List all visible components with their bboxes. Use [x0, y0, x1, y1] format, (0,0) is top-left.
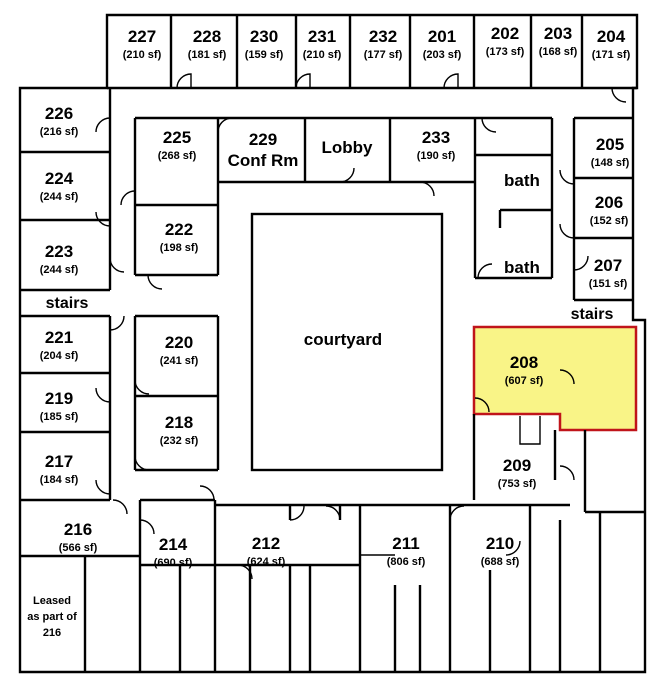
room-223-number: 223 — [45, 242, 73, 261]
room-229-name: Conf Rm — [228, 151, 299, 170]
room-203-number: 203 — [544, 24, 572, 43]
room-212-area: (624 sf) — [247, 556, 286, 568]
room-233-number: 233 — [422, 128, 450, 147]
room-216-number: 216 — [64, 520, 92, 539]
room-230-number: 230 — [250, 27, 278, 46]
room-207-number: 207 — [594, 256, 622, 275]
room-225-area: (268 sf) — [158, 150, 197, 162]
room-212-number: 212 — [252, 534, 280, 553]
room-228-area: (181 sf) — [188, 49, 227, 61]
courtyard-label: courtyard — [304, 330, 382, 349]
room-211-area: (806 sf) — [387, 556, 426, 568]
room-206-area: (152 sf) — [590, 215, 629, 227]
room-204-area: (171 sf) — [592, 49, 631, 61]
room-204-number: 204 — [597, 27, 626, 46]
room-232-number: 232 — [369, 27, 397, 46]
room-219-number: 219 — [45, 389, 73, 408]
stairs-right-label: stairs — [571, 306, 614, 323]
room-216-area: (566 sf) — [59, 542, 98, 554]
room-220-number: 220 — [165, 333, 193, 352]
walls — [18, 13, 647, 674]
bath-upper-label: bath — [504, 171, 540, 190]
room-223-area: (244 sf) — [40, 264, 79, 276]
room-209-number: 209 — [503, 456, 531, 475]
room-233-area: (190 sf) — [417, 150, 456, 162]
room-203-area: (168 sf) — [539, 46, 578, 58]
room-230-area: (159 sf) — [245, 49, 284, 61]
room-214-area: (690 sf) — [154, 557, 193, 569]
room-labels: 227 (210 sf) 228 (181 sf) 230 (159 sf) 2… — [27, 24, 630, 639]
room-207-area: (151 sf) — [589, 278, 628, 290]
leased-note-line-2: as part of — [27, 611, 77, 623]
room-220-area: (241 sf) — [160, 355, 199, 367]
room-202-area: (173 sf) — [486, 46, 525, 58]
room-227-number: 227 — [128, 27, 156, 46]
lobby-label: Lobby — [322, 138, 374, 157]
leased-note-line-1: Leased — [33, 595, 71, 607]
room-231-number: 231 — [308, 27, 336, 46]
room-224-area: (244 sf) — [40, 191, 79, 203]
room-221-number: 221 — [45, 328, 73, 347]
room-206-number: 206 — [595, 193, 623, 212]
room-211-number: 211 — [392, 534, 419, 553]
room-208-area: (607 sf) — [505, 375, 544, 387]
suite-208-highlight[interactable] — [472, 325, 638, 432]
room-222-number: 222 — [165, 220, 193, 239]
room-210-number: 210 — [486, 534, 514, 553]
room-222-area: (198 sf) — [160, 242, 199, 254]
room-205-area: (148 sf) — [591, 157, 630, 169]
stairs-left-label: stairs — [46, 295, 89, 312]
leased-note-line-3: 216 — [43, 627, 61, 639]
room-225-number: 225 — [163, 128, 191, 147]
room-224-number: 224 — [45, 169, 74, 188]
room-219-area: (185 sf) — [40, 411, 79, 423]
room-218-number: 218 — [165, 413, 193, 432]
room-226-number: 226 — [45, 104, 73, 123]
bath-lower-label: bath — [504, 258, 540, 277]
room-201-number: 201 — [428, 27, 456, 46]
room-205-number: 205 — [596, 135, 624, 154]
room-209-area: (753 sf) — [498, 478, 537, 490]
room-218-area: (232 sf) — [160, 435, 199, 447]
room-214-number: 214 — [159, 535, 188, 554]
room-221-area: (204 sf) — [40, 350, 79, 362]
room-228-number: 228 — [193, 27, 221, 46]
room-201-area: (203 sf) — [423, 49, 462, 61]
room-202-number: 202 — [491, 24, 519, 43]
room-231-area: (210 sf) — [303, 49, 342, 61]
room-232-area: (177 sf) — [364, 49, 403, 61]
room-226-area: (216 sf) — [40, 126, 79, 138]
doors — [95, 73, 627, 580]
room-210-area: (688 sf) — [481, 556, 520, 568]
room-227-area: (210 sf) — [123, 49, 162, 61]
room-208-number: 208 — [510, 353, 538, 372]
room-217-area: (184 sf) — [40, 474, 79, 486]
room-229-number: 229 — [249, 130, 277, 149]
room-217-number: 217 — [45, 452, 73, 471]
